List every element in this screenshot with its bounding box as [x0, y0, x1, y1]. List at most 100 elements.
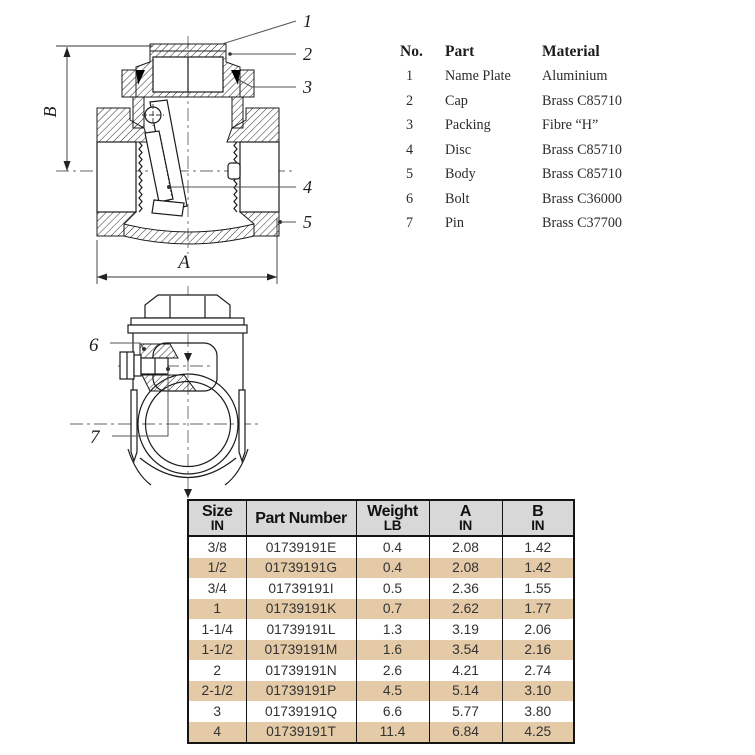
cell-size: 1/2: [188, 557, 246, 578]
valve-body-section: [96, 43, 280, 245]
callout-4: 4: [303, 177, 312, 197]
parts-cell-no: 6: [406, 190, 414, 207]
cell-part-number: 01739191T: [245, 721, 356, 743]
dim-label-B: B: [40, 107, 60, 118]
cell-part-number: 01739191E: [245, 536, 356, 558]
cell-part-number: 01739191L: [245, 619, 356, 640]
cell-size: 2-1/2: [188, 680, 246, 701]
disc: [144, 130, 174, 203]
cell-dim-a: 5.77: [428, 701, 502, 722]
parts-cell-no: 2: [406, 92, 414, 109]
cell-size: 1-1/4: [201, 621, 233, 637]
cell-dim-b: 3.10: [501, 680, 574, 701]
cell-size: 1: [188, 598, 246, 619]
disc-foot: [151, 199, 185, 217]
cell-dim-a: 3.19: [428, 619, 502, 640]
cell-weight: 2.6: [355, 660, 429, 681]
cell-dim-a: 2.08: [428, 557, 502, 578]
cell-part-number: 01739191Q: [245, 701, 356, 722]
parts-header-material: Material: [542, 43, 600, 60]
cell-weight: 0.5: [355, 578, 429, 599]
dimension-A: A: [96, 218, 278, 284]
cell-size: 1-1/2: [188, 639, 246, 660]
parts-list-row: 5 Body Brass C85710: [400, 162, 638, 187]
cell-weight: 0.4: [355, 557, 429, 578]
cell-dim-b: 1.55: [501, 578, 574, 599]
body-shell: [123, 223, 255, 245]
dim-label-A: A: [176, 252, 190, 273]
cell-dim-b: 2.16: [501, 639, 574, 660]
packing: [136, 70, 145, 85]
parts-cell-part: Body: [445, 166, 476, 182]
parts-cell-no: 5: [406, 166, 414, 182]
parts-cell-part: Packing: [445, 117, 491, 133]
parts-cell-part: Bolt: [445, 190, 470, 207]
cell-size: 3/4: [207, 580, 227, 596]
cell-dim-a: 5.14: [428, 680, 502, 701]
parts-cell-material: Brass C85710: [542, 141, 623, 158]
parts-material-list: No. Part Material 1 Name Plate Aluminium 2 C…: [400, 40, 638, 236]
cell-weight: 0.4: [355, 536, 429, 558]
callout-5: 5: [303, 212, 312, 232]
cell-size: 3: [213, 703, 222, 719]
cell-dim-a: 2.36: [428, 578, 502, 599]
cell-dim-b: 4.25: [501, 721, 574, 743]
parts-cell-material: Brass C85710: [542, 166, 623, 182]
valve-front-drawing: 6 7: [70, 286, 262, 500]
parts-cell-no: 3: [406, 117, 414, 133]
parts-cell-part: Cap: [445, 92, 468, 109]
cell-part-number: 01739191G: [245, 557, 356, 578]
cell-dim-b: 2.74: [501, 660, 574, 681]
parts-list-header: No. Part Material: [400, 40, 638, 64]
name-plate: [149, 43, 227, 52]
cell-weight: 11.4: [355, 721, 429, 743]
parts-list-row: 3 Packing Fibre “H”: [400, 113, 638, 138]
cell-dim-a: 4.21: [428, 660, 502, 681]
parts-header-part: Part: [445, 43, 475, 60]
dimension-B: B: [40, 45, 153, 171]
parts-cell-part: Pin: [445, 215, 464, 231]
parts-list-row: 1 Name Plate Aluminium: [400, 64, 638, 89]
cell-dim-a: 3.54: [428, 639, 502, 660]
callout-7: 7: [90, 427, 101, 448]
spec-column-header: Part Number: [245, 500, 356, 537]
cell-dim-b: 1.77: [501, 598, 574, 619]
cell-part-number: 01739191K: [245, 598, 356, 619]
parts-cell-no: 7: [406, 215, 414, 231]
parts-cell-material: Aluminium: [542, 68, 608, 84]
valve-section-drawing: B A: [40, 11, 312, 284]
callouts-top: 1 2 3 4 5: [167, 11, 312, 232]
parts-cell-material: Fibre “H”: [542, 117, 599, 133]
callout-1: 1: [303, 11, 312, 31]
port-circle-outer: [137, 373, 239, 475]
cell-size: 2: [213, 662, 222, 678]
bonnet-flange: [121, 69, 137, 98]
cell-part-number: 01739191I: [245, 578, 356, 599]
hex-cap: [144, 294, 231, 319]
cell-weight: 1.6: [355, 639, 429, 660]
parts-cell-part: Name Plate: [445, 68, 511, 84]
parts-cell-no: 1: [406, 68, 414, 84]
cell-dim-b: 3.80: [501, 701, 574, 722]
cell-dim-b: 1.42: [501, 536, 574, 558]
valve-front-body: [119, 294, 249, 486]
callout-2: 2: [303, 44, 312, 64]
